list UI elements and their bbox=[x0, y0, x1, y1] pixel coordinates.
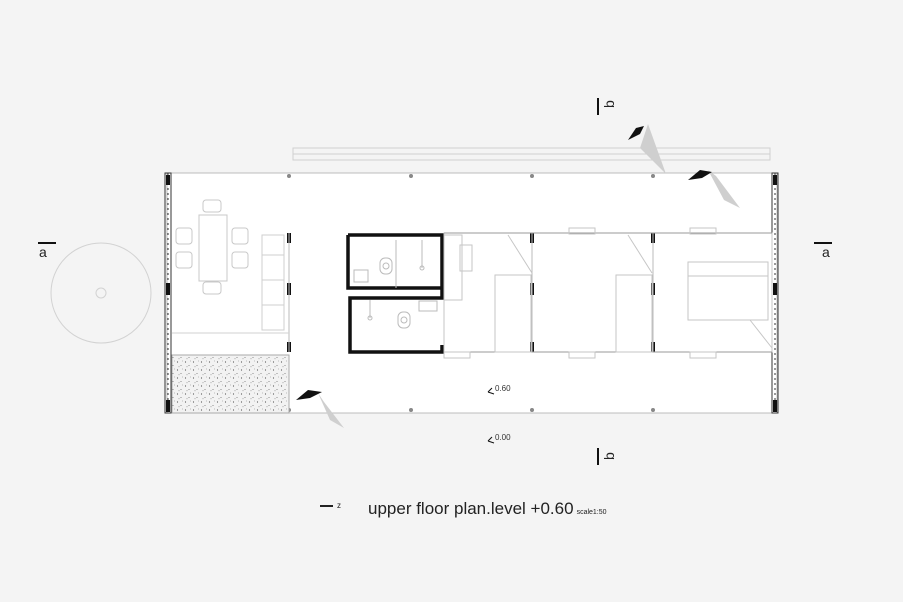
drawing-scale: scale1:50 bbox=[576, 509, 607, 516]
section-mark-a-left: a bbox=[39, 244, 47, 260]
section-mark-a-right: a bbox=[822, 244, 830, 260]
north-arrow: z bbox=[320, 501, 341, 510]
north-letter: z bbox=[337, 501, 341, 510]
bathroom-fixtures bbox=[353, 240, 438, 329]
level-marker-symbols bbox=[487, 387, 495, 444]
north-arrow-bar bbox=[320, 504, 333, 507]
level-marker-upper: 0.60 bbox=[495, 384, 511, 393]
section-marker-bars bbox=[38, 98, 832, 465]
section-mark-b-top: b bbox=[601, 100, 617, 108]
level-marker-ground: 0.00 bbox=[495, 433, 511, 442]
bedroom-modules bbox=[443, 227, 773, 359]
section-mark-b-bottom: b bbox=[601, 452, 617, 460]
bathroom-walls bbox=[346, 233, 444, 354]
drawing-title: upper floor plan.level +0.60 bbox=[368, 499, 574, 518]
shadow-markers bbox=[296, 124, 740, 428]
kitchen-counter bbox=[261, 234, 285, 331]
terrace-edge bbox=[292, 147, 771, 161]
round-table bbox=[50, 242, 152, 344]
dining-set bbox=[175, 199, 249, 295]
gravel-area bbox=[171, 354, 290, 414]
